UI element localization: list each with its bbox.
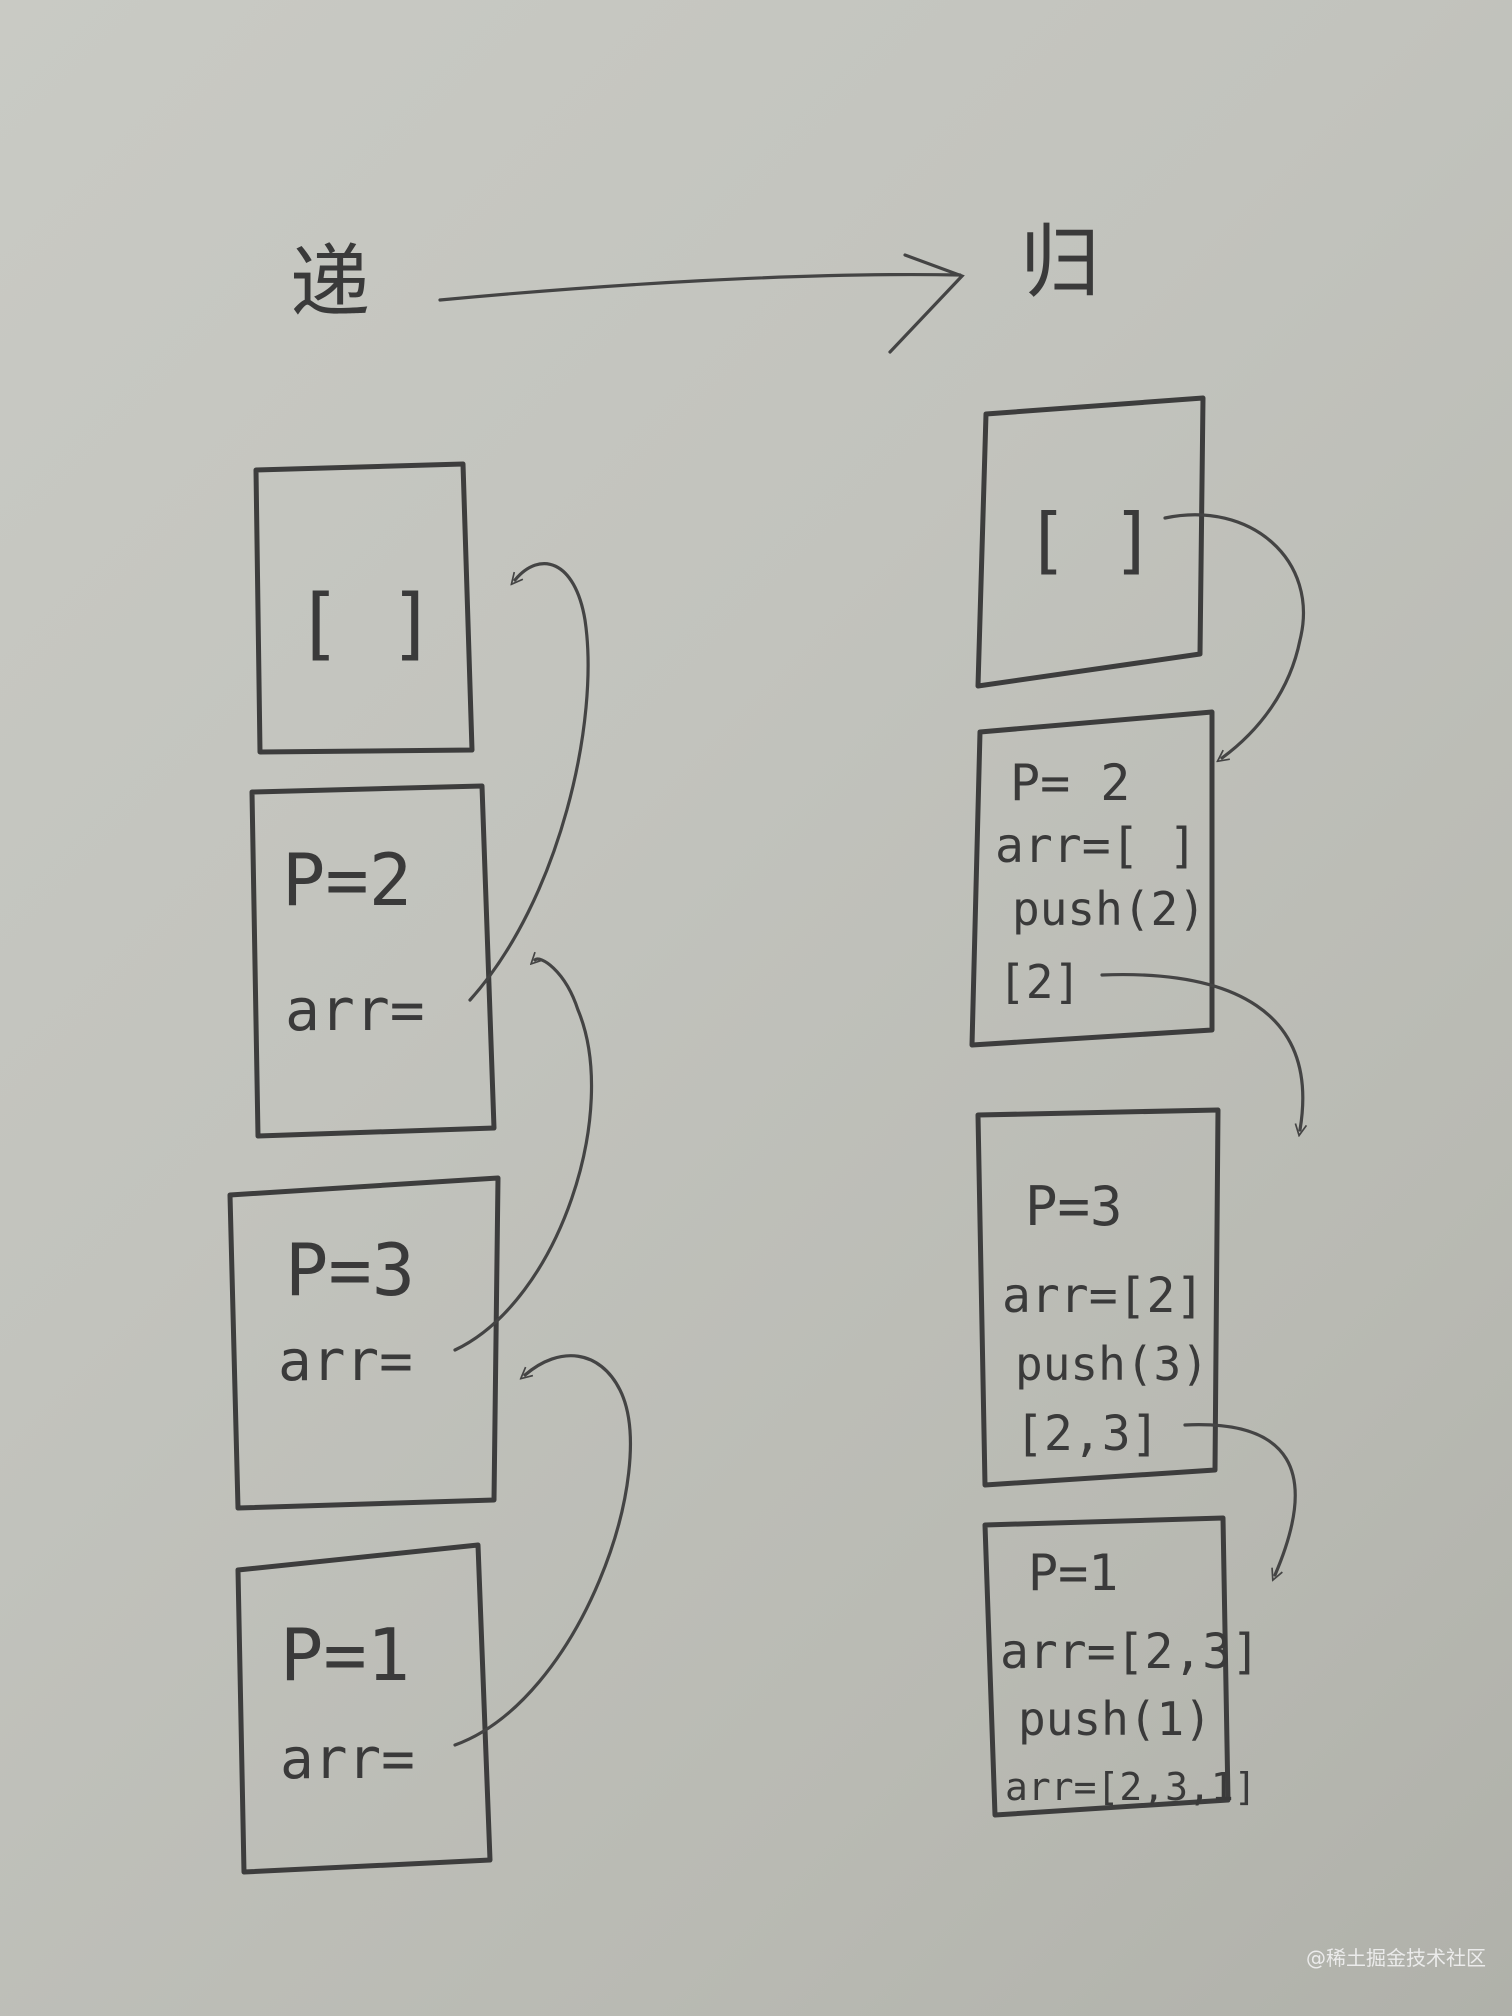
right-box-2-line3: push(2)	[1012, 882, 1206, 936]
right-box-3-line3: push(3)	[1015, 1337, 1209, 1391]
left-return-arrow-1	[468, 562, 590, 1002]
left-stack: [ ] P=2 arr= P=3 arr= P=1 arr=	[227, 461, 632, 1875]
left-box-4-line2: arr=	[280, 1727, 415, 1792]
right-box-4-line2: arr=[2,3]	[1000, 1624, 1260, 1680]
left-box-1: [ ]	[253, 461, 475, 755]
left-box-3-line2: arr=	[278, 1329, 413, 1394]
right-box-4-line3: push(1)	[1018, 1692, 1212, 1746]
top-arrow	[438, 272, 962, 302]
right-box-1: [ ]	[975, 395, 1206, 689]
right-flow-arrow-2	[1100, 972, 1303, 1130]
right-box-3-line2: arr=[2]	[1002, 1268, 1204, 1324]
left-box-4: P=1 arr=	[235, 1542, 493, 1875]
right-flow-arrow-3	[1183, 1423, 1297, 1575]
left-box-2: P=2 arr=	[249, 783, 497, 1139]
right-box-2-line4: [2]	[998, 955, 1081, 1009]
left-box-3: P=3 arr=	[227, 1175, 501, 1511]
left-box-4-line1: P=1	[280, 1613, 410, 1697]
left-box-1-line1: [ ]	[295, 579, 436, 669]
left-box-3-line1: P=3	[285, 1228, 415, 1312]
left-return-arrow-3	[453, 1354, 632, 1747]
right-box-2-line2: arr=[ ]	[995, 818, 1197, 874]
right-box-2: P= 2 arr=[ ] push(2) [2]	[969, 709, 1215, 1048]
right-box-4: P=1 arr=[2,3] push(1) arr=[2,3,1]	[982, 1515, 1260, 1818]
top-arrowhead-icon	[888, 253, 965, 354]
right-box-3-line1: P=3	[1025, 1175, 1123, 1238]
title-recursion-down: 递	[290, 236, 370, 329]
left-box-2-line2: arr=	[285, 976, 425, 1044]
right-box-4-line1: P=1	[1028, 1544, 1118, 1602]
right-box-4-line4: arr=[2,3,1]	[1005, 1765, 1257, 1809]
left-return-arrow-2	[453, 959, 594, 1352]
left-box-2-line1: P=2	[282, 838, 412, 922]
watermark: @稀土掘金技术社区	[1306, 1946, 1486, 1970]
title-recursion-up: 归	[1020, 216, 1100, 309]
right-box-1-line1: [ ]	[1025, 498, 1155, 582]
right-flow-arrow-1	[1163, 513, 1306, 758]
right-box-3-line4: [2,3]	[1015, 1406, 1160, 1462]
right-box-2-line1: P= 2	[1010, 754, 1130, 812]
right-stack: [ ] P= 2 arr=[ ] push(2) [2] P=3 arr=[2]…	[969, 395, 1306, 1818]
right-box-3: P=3 arr=[2] push(3) [2,3]	[975, 1107, 1221, 1488]
